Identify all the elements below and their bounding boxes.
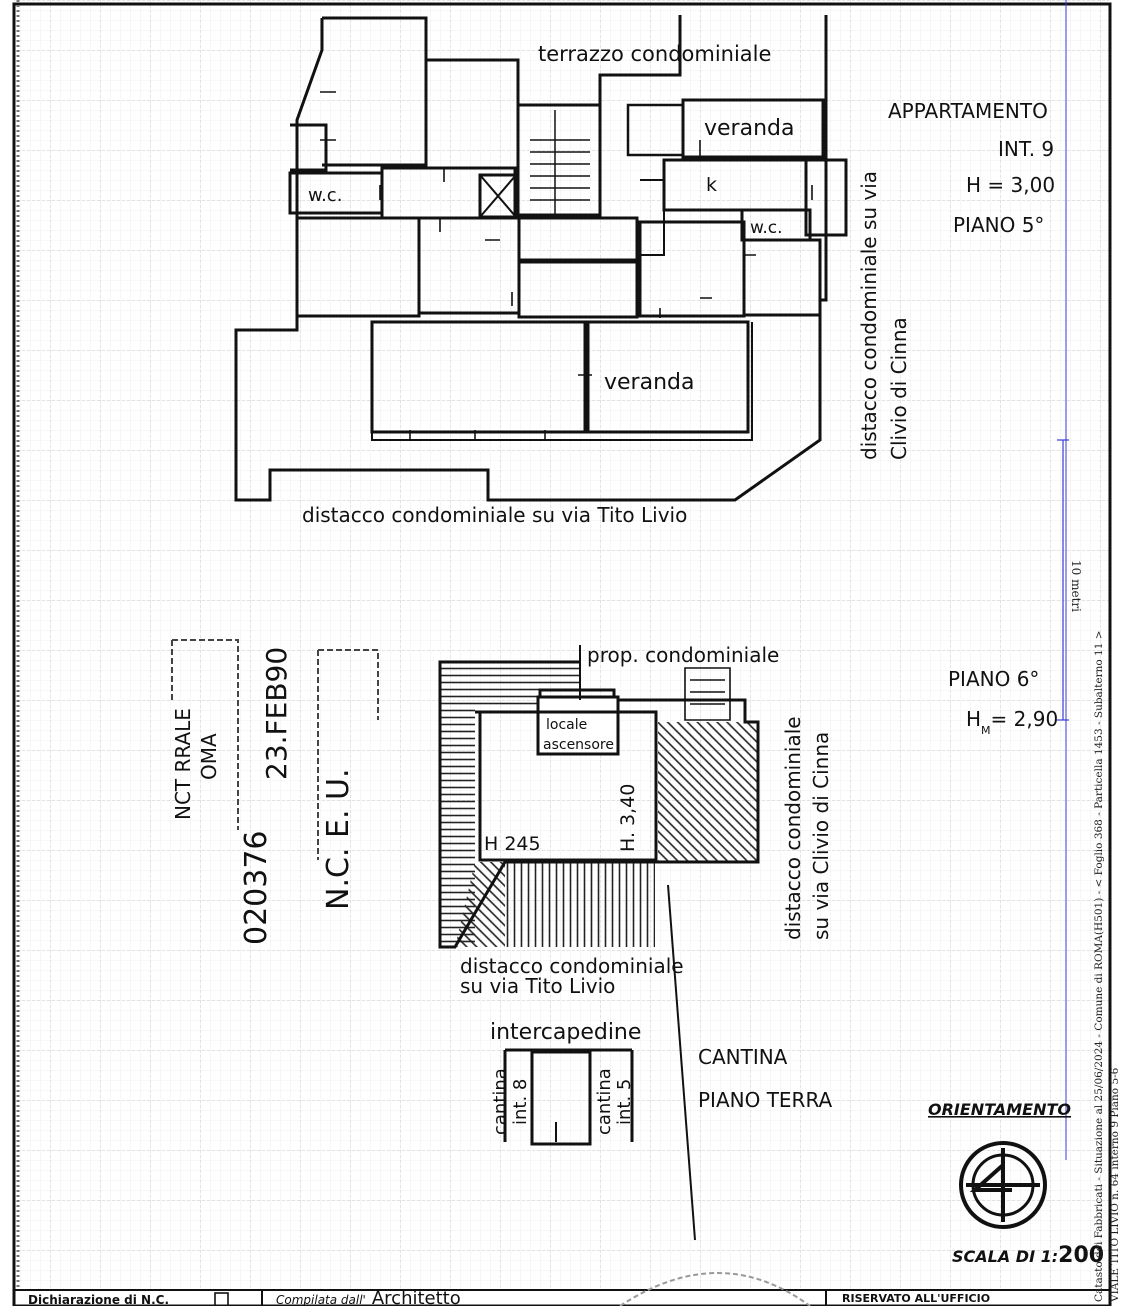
- lift-room: [536, 695, 620, 756]
- label-height-5: H = 3,00: [966, 173, 1055, 197]
- scale-label: SCALA DI 1:200: [952, 1243, 1104, 1268]
- scale-bar-label: 10 metri: [1069, 560, 1083, 612]
- stamp-office: N.C. E. U.: [321, 768, 356, 910]
- label-wc-right: w.c.: [750, 218, 783, 238]
- room-east-corner: [744, 238, 822, 317]
- building-outline: [234, 15, 828, 502]
- label-height-6: HM= 2,90: [966, 707, 1058, 737]
- roof-outline: [438, 660, 760, 949]
- roof-room: [478, 710, 658, 862]
- label-terrace: terrazzo condominiale: [538, 42, 771, 66]
- room-north-west: [322, 16, 428, 167]
- roof-stair: [684, 667, 731, 721]
- scale-label-text: SCALA DI 1:: [952, 1247, 1058, 1266]
- label-roof-east-1: distacco condominiale: [781, 716, 805, 940]
- stamp-date: 23.FEB90: [260, 647, 293, 780]
- label-veranda-bottom: veranda: [604, 370, 694, 395]
- label-prop: prop. condominiale: [587, 643, 779, 667]
- stair-north-east: [626, 103, 685, 157]
- plan-floor-6: [438, 645, 760, 1241]
- label-lift-1: locale: [546, 717, 587, 733]
- access-line: [667, 884, 696, 1241]
- orientation-label: ORIENTAMENTO: [928, 1100, 1071, 1119]
- label-cellar-floor: PIANO TERRA: [698, 1088, 833, 1112]
- label-floor-5: PIANO 5°: [953, 213, 1044, 237]
- footer-seal: [619, 1272, 811, 1306]
- staircase: [516, 103, 602, 217]
- label-floor-6: PIANO 6°: [948, 667, 1039, 691]
- label-apartment: APPARTAMENTO: [888, 99, 1048, 123]
- label-h245: H 245: [484, 833, 541, 855]
- room-south-mid: [517, 260, 639, 319]
- stair-lines: [530, 110, 590, 215]
- label-lift-2: ascensore: [543, 737, 614, 753]
- label-street-south: distacco condominiale su via Tito Livio: [302, 503, 687, 527]
- label-roof-south-2: su via Tito Livio: [460, 974, 615, 998]
- label-height-6-h: H: [966, 707, 981, 731]
- scale-value: 200: [1058, 1243, 1104, 1268]
- label-kitchen: k: [706, 174, 717, 196]
- label-roof-south-1: distacco condominiale: [460, 954, 684, 978]
- cellar-walls: [503, 1048, 634, 1142]
- footer-right: RISERVATO ALL'UFFICIO: [842, 1292, 990, 1305]
- graph-paper: [14, 0, 1109, 1290]
- label-street-east-1: distacco condominiale su via: [857, 171, 881, 460]
- cellar-room: [530, 1050, 592, 1146]
- label-wc-left: w.c.: [308, 185, 342, 206]
- label-cantina-right-2: int. 5: [614, 1079, 635, 1125]
- footer-middle: Compilata dall' Architetto: [276, 1288, 461, 1306]
- footer-middle-prefix: Compilata dall': [276, 1293, 366, 1306]
- label-street-east-2: Clivio di Cinna: [887, 317, 911, 460]
- label-cantina-right-1: cantina: [594, 1068, 615, 1135]
- plan-cellar: [503, 1048, 634, 1146]
- wall-hatch-south: [505, 862, 655, 947]
- room-east: [638, 220, 746, 318]
- label-veranda-top: veranda: [704, 116, 794, 141]
- label-cantina-left-2: int. 8: [510, 1079, 531, 1125]
- label-gap: intercapedine: [490, 1020, 641, 1045]
- label-cellar-title: CANTINA: [698, 1045, 788, 1069]
- hallway: [517, 216, 639, 262]
- label-unit: INT. 9: [998, 137, 1054, 161]
- room-east-box: [804, 158, 848, 237]
- label-height-6-value: = 2,90: [991, 707, 1059, 731]
- compass-icon: [959, 1141, 1047, 1229]
- footer-middle-title: Architetto: [372, 1288, 461, 1306]
- stamp-number: 020376: [239, 830, 274, 945]
- stamp-office-2: OMA: [197, 733, 221, 780]
- door-ticks: [320, 91, 813, 440]
- label-height-6-sub: M: [981, 724, 991, 737]
- side-caption-1: Catasto dei Fabbricati - Situazione al 2…: [1093, 630, 1105, 1302]
- office-stamp: [171, 639, 379, 860]
- label-roof-east-2: su via Clivio di Cinna: [809, 732, 833, 940]
- label-h340: H. 3,40: [617, 784, 639, 852]
- wall-hatch-east: [658, 722, 758, 862]
- terrace-outline: [371, 322, 753, 441]
- label-cantina-left-1: cantina: [490, 1068, 511, 1135]
- footer-checkbox[interactable]: [214, 1292, 229, 1306]
- sheet-border: [12, 2, 1112, 1306]
- footer-left: Dichiarazione di N.C.: [28, 1293, 169, 1306]
- stamp-office-1: NCT RRALE: [171, 708, 195, 820]
- veranda-bottom-room: [586, 320, 750, 434]
- room-west-closet: [290, 123, 328, 172]
- plan-floor-5: [234, 15, 848, 502]
- stair-east: [640, 179, 665, 256]
- side-caption-2: VIALE TITO LIVIO n. 64 interno 9 Piano 5…: [1109, 1067, 1121, 1303]
